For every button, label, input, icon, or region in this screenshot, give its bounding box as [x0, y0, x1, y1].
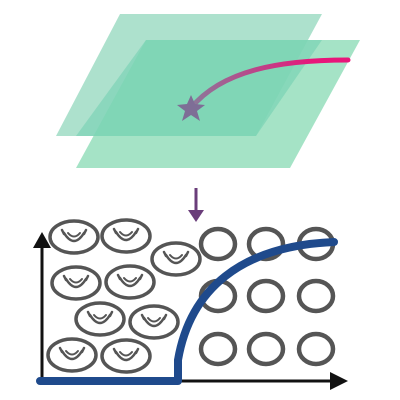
cell-with-face-icon	[50, 265, 102, 301]
ring-icon	[246, 331, 286, 367]
down-arrow-icon	[188, 188, 204, 222]
phase-plot	[33, 218, 348, 390]
landscape-panel	[56, 14, 360, 168]
star-icon	[177, 95, 205, 121]
planes-overlap	[76, 40, 322, 136]
ring-icon	[246, 226, 286, 262]
y-axis-arrowhead	[33, 232, 51, 248]
ring-icon	[296, 331, 336, 367]
ring-icon	[198, 331, 238, 367]
cell-with-face-icon	[128, 304, 180, 340]
x-axis-arrowhead	[330, 372, 348, 390]
cell-with-face-icon	[104, 264, 156, 300]
step-curve	[36, 238, 338, 385]
ring-icon	[296, 278, 336, 314]
cell-with-face-icon	[100, 338, 152, 374]
ring-icon	[198, 226, 238, 262]
cell-with-face-icon	[74, 301, 126, 337]
cell-with-face-icon	[100, 218, 152, 254]
left-cell-cluster	[46, 218, 202, 374]
ring-icon	[246, 278, 286, 314]
right-ring-grid	[198, 226, 336, 367]
y-axis	[33, 232, 51, 382]
cell-with-face-icon	[150, 241, 202, 277]
trajectory-path	[188, 57, 351, 111]
cell-with-face-icon	[46, 337, 98, 373]
cell-with-face-icon	[48, 219, 100, 255]
